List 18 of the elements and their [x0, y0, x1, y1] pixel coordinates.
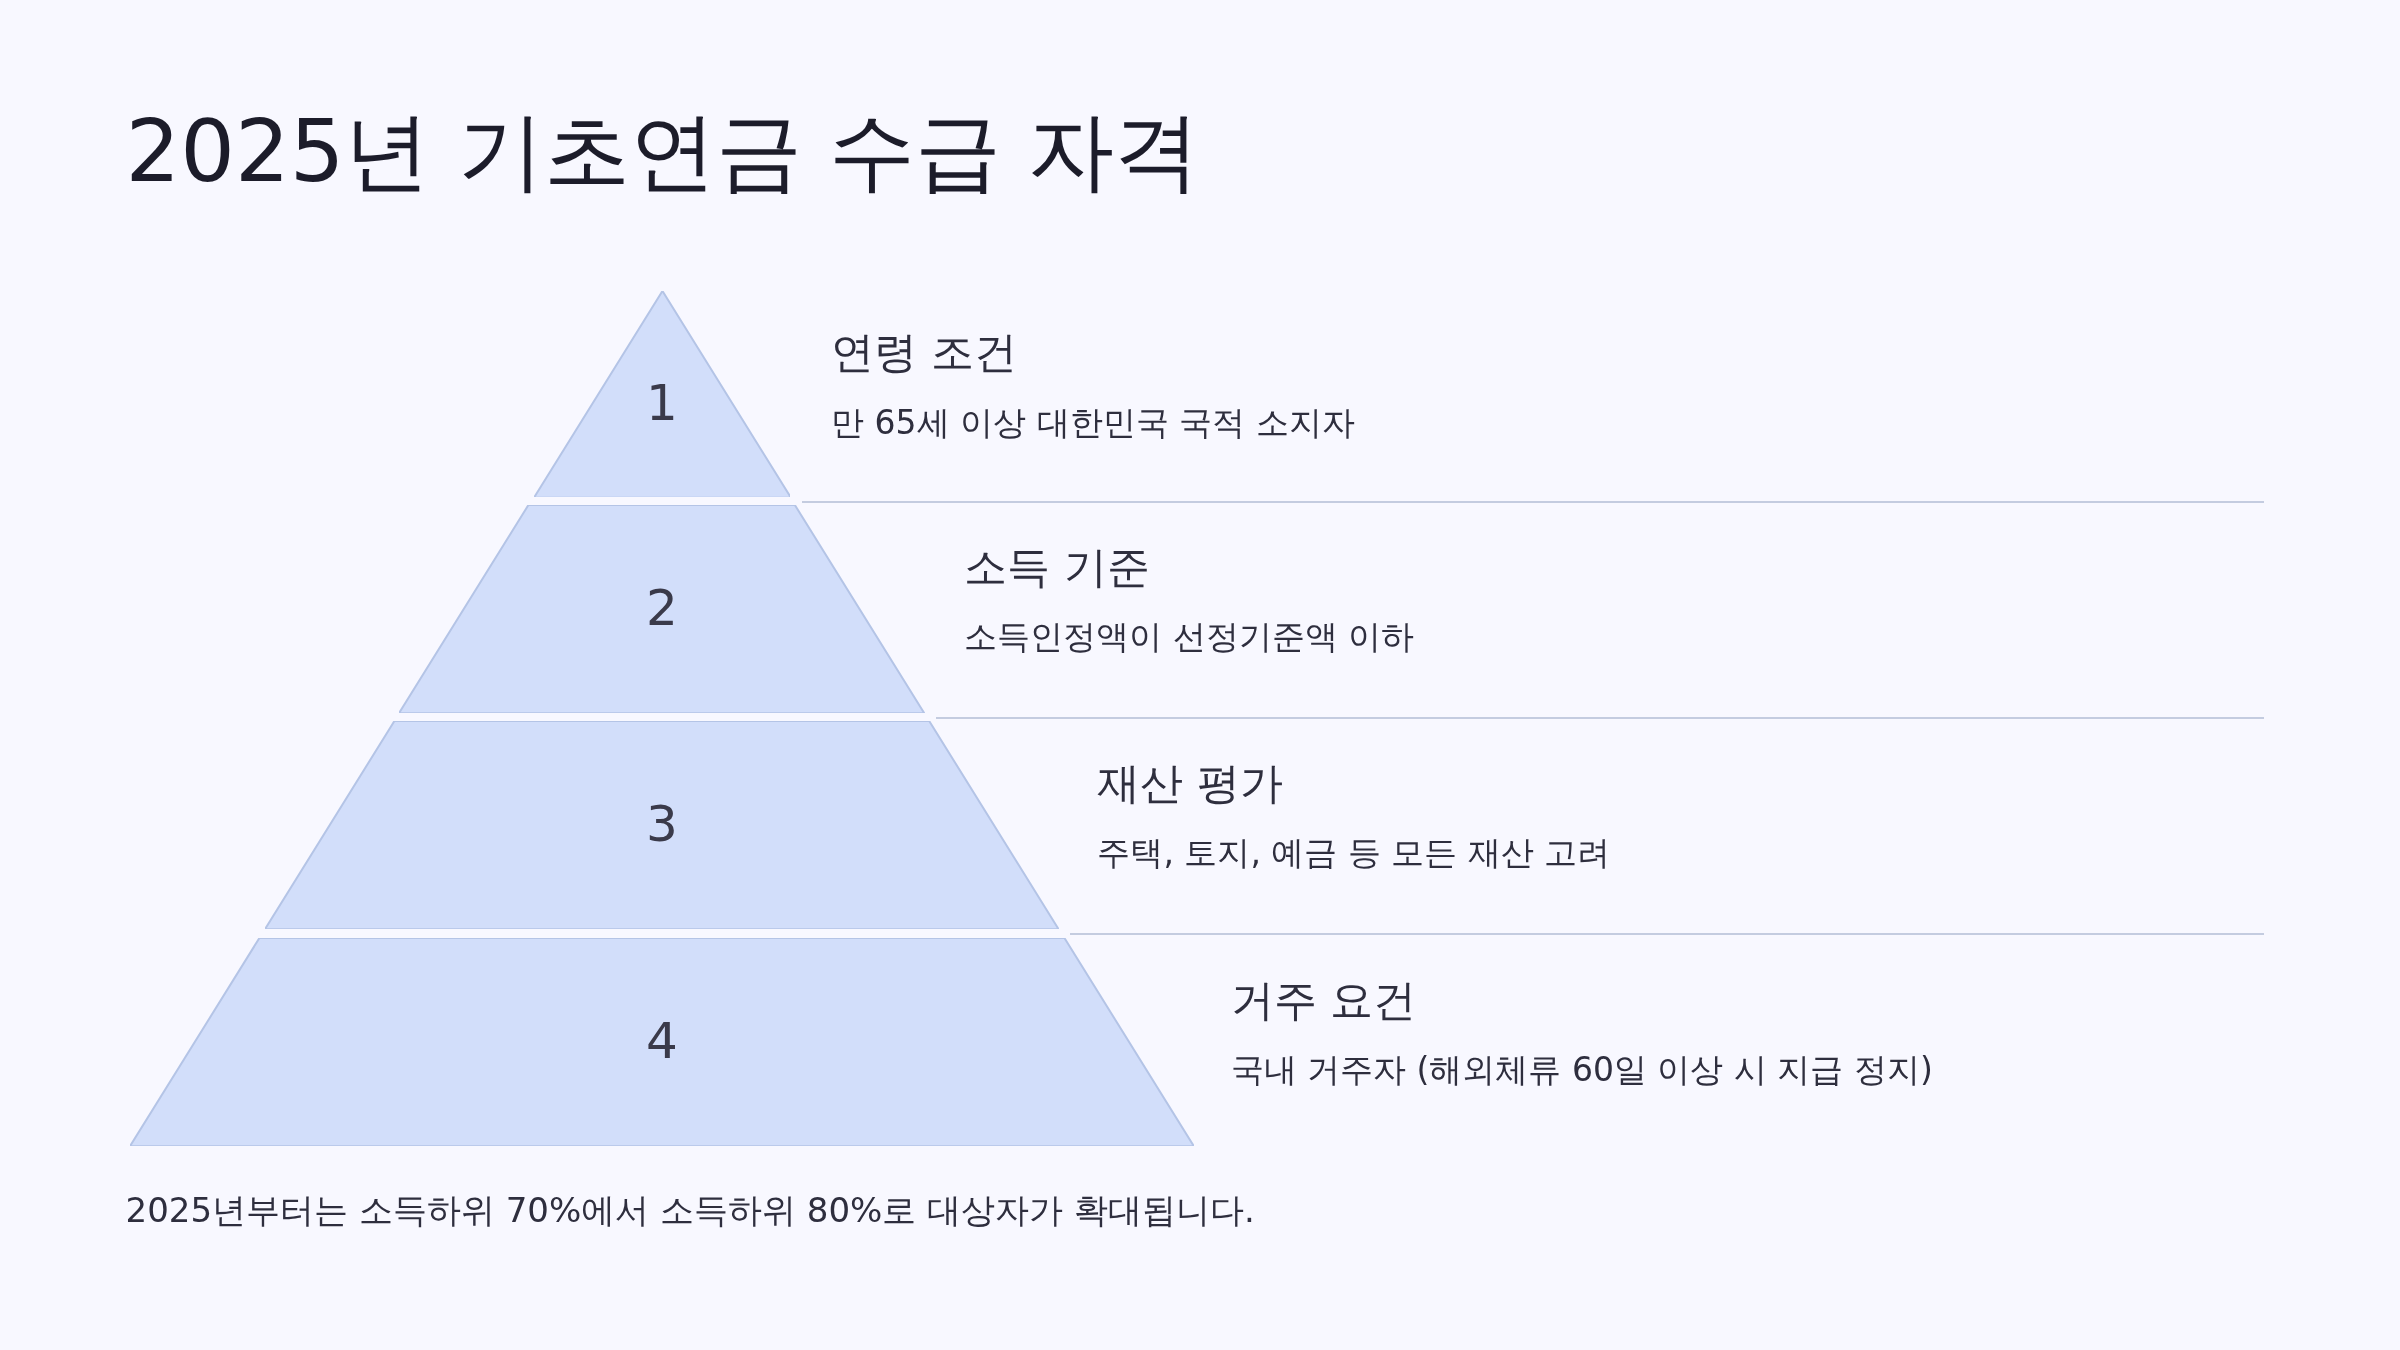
tier-number: 1 [645, 374, 679, 433]
tier-heading: 거주 요건 [1230, 973, 1417, 1027]
tier-description: 만 65세 이상 대한민국 국적 소지자 [831, 402, 1355, 444]
tier-heading: 연령 조건 [831, 326, 1017, 380]
caption-note: 2025년부터는 소득하위 70%에서 소득하위 80%로 대상자가 확대됩니다. [125, 1188, 1255, 1232]
pyramid-tier [533, 290, 791, 498]
tier-number: 3 [645, 795, 679, 853]
tier-description: 국내 거주자 (해외체류 60일 이상 시 지급 정지) [1230, 1049, 1933, 1092]
tier-number: 2 [645, 579, 679, 638]
pyramid-tier [265, 720, 1059, 930]
page-title: 2025년 기초연금 수급 자격 [125, 104, 1201, 199]
tier-description: 주택, 토지, 예금 등 모든 재산 고려 [1097, 832, 1611, 875]
tier-description: 소득인정액이 선정기준액 이하 [964, 616, 1415, 659]
pyramid-tier [130, 938, 1194, 1147]
tier-heading: 재산 평가 [1097, 756, 1284, 810]
tier-number: 4 [645, 1012, 679, 1071]
tier-heading: 소득 기준 [964, 540, 1150, 594]
pyramid-tier [399, 505, 925, 714]
